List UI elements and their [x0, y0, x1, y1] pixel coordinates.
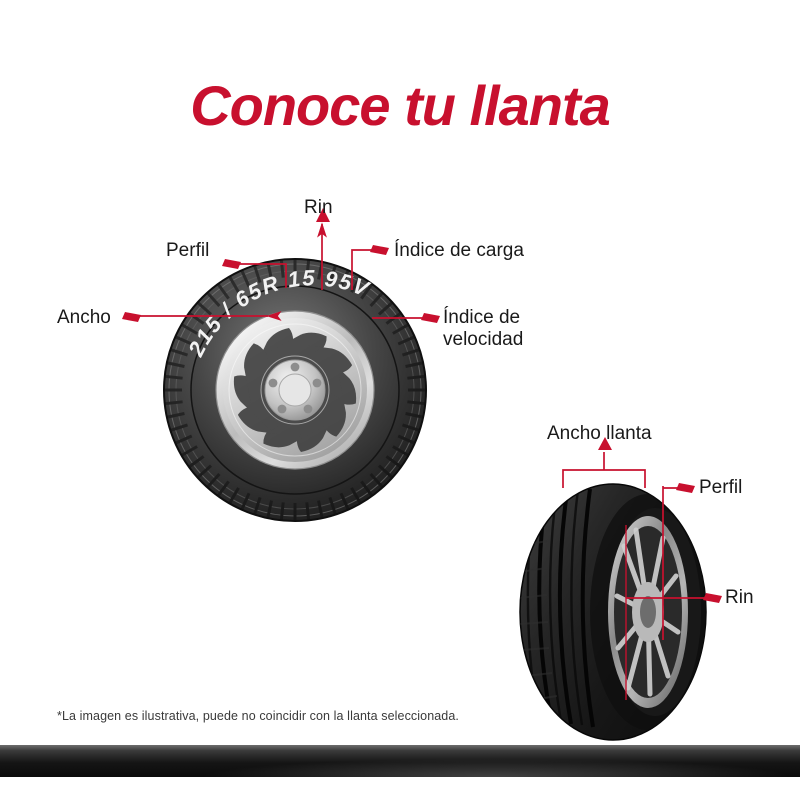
callout-label-ancho-llanta: Ancho llanta — [547, 423, 652, 444]
callout-label-perfil: Perfil — [166, 240, 210, 261]
front-tire-leader-lines — [132, 222, 428, 321]
arrowhead-perfil — [222, 259, 241, 269]
leader-perfil — [232, 263, 287, 288]
front-tire-arrowheads — [122, 208, 440, 323]
page-title: Conoce tu llanta — [190, 74, 611, 137]
arrowhead-indice-velocidad — [421, 313, 440, 323]
indice-velocidad-line2: velocidad — [443, 329, 524, 351]
angled-tire-graphic — [519, 483, 707, 741]
callout-label-rin: Rin — [304, 197, 333, 218]
arrowhead-rin-2 — [703, 593, 722, 603]
disclaimer-footnote: *La imagen es ilustrativa, puede no coin… — [57, 709, 459, 723]
front-tire-graphic: 215 / 65R 15 95V — [163, 258, 427, 522]
callout-label-ancho: Ancho — [57, 307, 111, 328]
bottom-tire-band — [0, 745, 800, 777]
callout-label-rin-angled: Rin — [725, 587, 754, 608]
arrowhead-perfil-2 — [676, 483, 695, 493]
callout-label-perfil-angled: Perfil — [699, 477, 743, 498]
arrowhead-ancho — [122, 312, 141, 322]
angled-tire-arrowheads — [598, 437, 722, 603]
arrowhead-ancho-llanta — [598, 437, 612, 450]
arrowhead-indice-carga — [370, 245, 389, 255]
indice-velocidad-line1: Índice de — [443, 307, 521, 328]
arrowhead-rin — [316, 208, 330, 222]
leader-indice-carga — [351, 249, 380, 290]
callout-label-indice-de-carga: Índice de carga — [394, 240, 524, 261]
callout-label-indice-de-velocidad: Índice de velocidad — [443, 307, 563, 352]
